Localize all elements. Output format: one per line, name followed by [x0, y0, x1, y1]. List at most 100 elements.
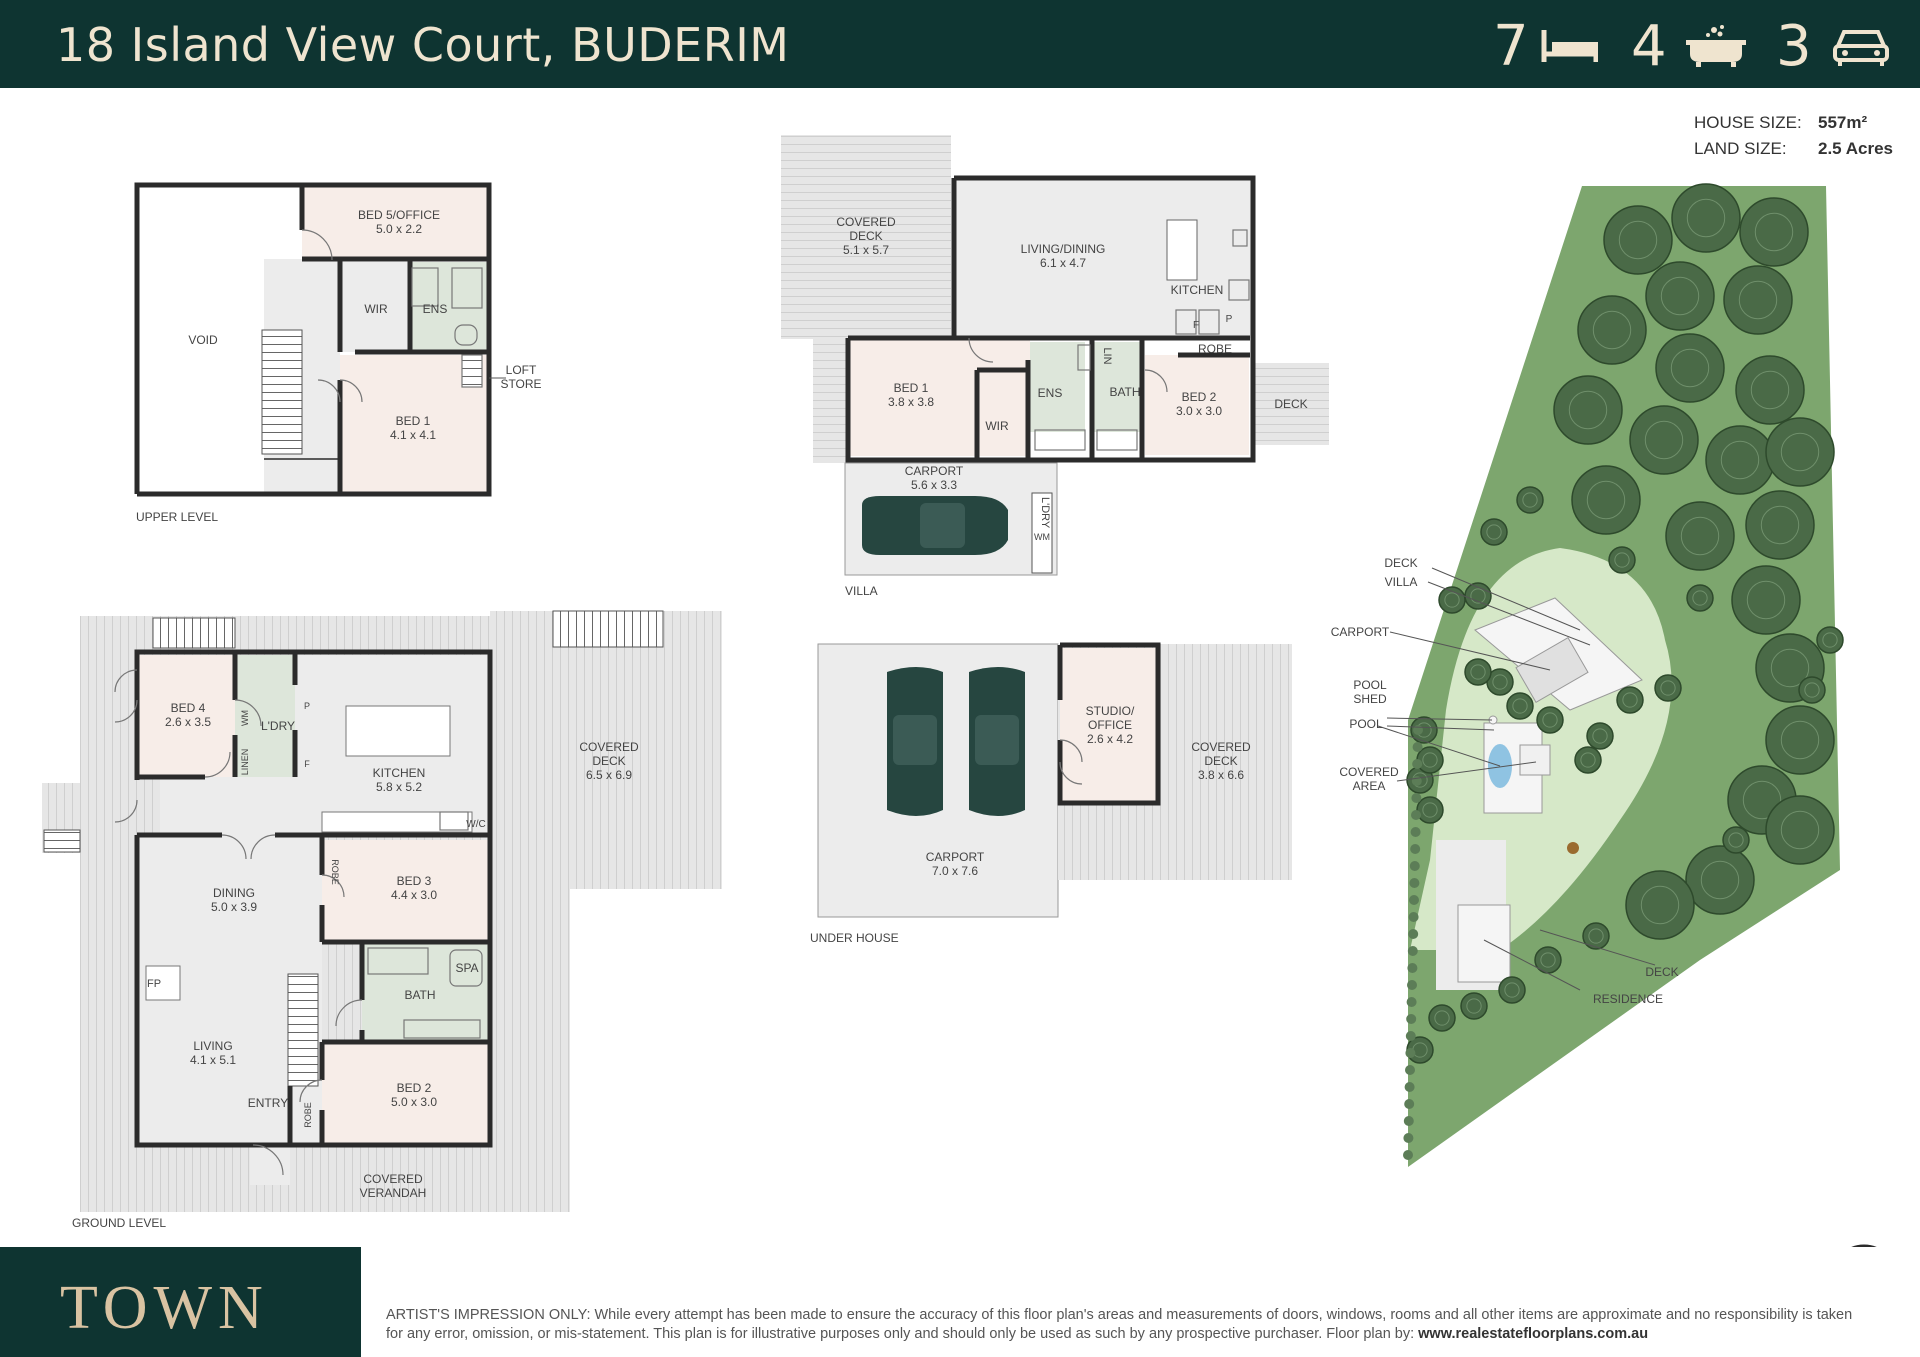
- villa-level-label: VILLA: [845, 584, 878, 598]
- tree-icon: [1616, 686, 1644, 714]
- tree-icon: [1645, 261, 1715, 331]
- ground-living-name: LIVING: [193, 1039, 232, 1053]
- ground-linen-label: LINEN: [240, 749, 250, 776]
- tree-icon: [1603, 205, 1673, 275]
- villa-carport-name: CARPORT: [905, 464, 964, 478]
- site-covered-area-label-2: AREA: [1353, 779, 1386, 793]
- tree-icon-detail: [1760, 505, 1800, 545]
- villa-pantry-label: P: [1226, 314, 1233, 325]
- villa-plan: COVERED DECK 5.1 x 5.7 LIVING/DINING 6.1…: [781, 135, 1329, 598]
- tree-icon-detail: [1728, 832, 1744, 848]
- site-villa-label: VILLA: [1385, 575, 1418, 589]
- hedge-shrub: [1411, 810, 1421, 820]
- disclaimer-text: ARTIST'S IMPRESSION ONLY: While every at…: [386, 1307, 1853, 1342]
- tree-icon: [1608, 546, 1636, 574]
- tree-icon: [1705, 425, 1775, 495]
- upper-wir-label: WIR: [364, 302, 388, 316]
- ground-verandah-name-1: COVERED: [363, 1172, 423, 1186]
- hedge-shrub: [1407, 980, 1417, 990]
- tree-icon-detail: [1522, 492, 1538, 508]
- tree-icon: [1428, 1004, 1456, 1032]
- tree-icon-detail: [1742, 780, 1782, 820]
- tree-icon-detail: [1750, 370, 1790, 410]
- upper-ens-label: ENS: [423, 302, 448, 316]
- villa-bed1-name: BED 1: [894, 381, 929, 395]
- site-pool-shed-label-2: SHED: [1353, 692, 1387, 706]
- tree-icon-detail: [1640, 885, 1680, 925]
- ground-deck-name-2: DECK: [592, 754, 625, 768]
- car-space-count: 3: [1776, 14, 1812, 79]
- tree-icon: [1654, 674, 1682, 702]
- ground-deck-dim: 6.5 x 6.9: [586, 768, 632, 782]
- tree-icon-detail: [1686, 198, 1726, 238]
- ground-verandah-name-2: VERANDAH: [360, 1186, 427, 1200]
- tree-icon: [1410, 716, 1438, 744]
- hedge-shrub: [1411, 793, 1422, 803]
- tree-icon-detail: [1660, 276, 1700, 316]
- ground-dining-dim: 5.0 x 3.9: [211, 900, 257, 914]
- ground-laundry-label: L'DRY: [261, 719, 295, 733]
- tree-icon-detail: [1680, 516, 1720, 556]
- tree-icon-detail: [1622, 692, 1638, 708]
- villa-bed2-dim: 3.0 x 3.0: [1176, 404, 1222, 418]
- hedge-shrub: [1406, 997, 1417, 1007]
- hedge-shrub: [1405, 1048, 1416, 1058]
- villa-robe-label: ROBE: [1198, 342, 1232, 356]
- tree-icon-detail: [1580, 752, 1596, 768]
- ground-wm-label: WM: [240, 710, 250, 726]
- under-level-label: UNDER HOUSE: [810, 931, 899, 945]
- property-sizes: HOUSE SIZE:557m² LAND SIZE:2.5 Acres: [1694, 110, 1893, 162]
- ground-bed3-dim: 4.4 x 3.0: [391, 888, 437, 902]
- site-pool-label: POOL: [1349, 717, 1383, 731]
- ground-fridge-label: F: [304, 759, 310, 769]
- site-plan: DECK VILLA CARPORT POOL SHED POOL COVERE…: [1331, 183, 1844, 1167]
- tree-icon: [1498, 976, 1526, 1004]
- north-arrow-icon: N: [1851, 1244, 1877, 1247]
- bedroom-count: 7: [1493, 14, 1529, 79]
- tree-icon: [1735, 355, 1805, 425]
- hedge-shrub: [1409, 895, 1419, 905]
- tree-icon-detail: [1444, 592, 1460, 608]
- hedge-shrub: [1409, 861, 1420, 871]
- hedge-shrub: [1406, 1014, 1417, 1024]
- tree-icon: [1464, 658, 1492, 686]
- tree-icon: [1516, 486, 1544, 514]
- tree-icon: [1765, 795, 1835, 865]
- tree-icon: [1571, 465, 1641, 535]
- disclaimer-link[interactable]: www.realestatefloorplans.com.au: [1418, 1326, 1649, 1342]
- under-studio-name-2: OFFICE: [1088, 718, 1132, 732]
- car-icon: [1833, 30, 1889, 66]
- tree-icon-detail: [1486, 524, 1502, 540]
- tree-icon: [1745, 490, 1815, 560]
- tree-icon-detail: [1512, 698, 1528, 714]
- ground-entry-label: ENTRY: [248, 1096, 288, 1110]
- tree-icon-detail: [1422, 752, 1438, 768]
- hedge-shrub: [1403, 1133, 1414, 1143]
- tree-icon-detail: [1470, 664, 1486, 680]
- villa-deck-name-1: COVERED: [836, 215, 896, 229]
- tree-icon: [1480, 518, 1508, 546]
- tree-icon-detail: [1670, 348, 1710, 388]
- bed-icon: [1541, 30, 1598, 62]
- under-house-plan: CARPORT 7.0 x 7.6 STUDIO/ OFFICE 2.6 x 4…: [810, 642, 1292, 945]
- under-studio-dim: 2.6 x 4.2: [1087, 732, 1133, 746]
- upper-void-label: VOID: [188, 333, 218, 347]
- bathroom-count: 4: [1631, 14, 1667, 79]
- hedge-shrub: [1407, 946, 1418, 956]
- site-residence-label: RESIDENCE: [1593, 992, 1663, 1006]
- tree-icon-detail: [1780, 810, 1820, 850]
- tree-icon-detail: [1700, 860, 1740, 900]
- tree-icon: [1553, 375, 1623, 445]
- tree-icon-detail: [1660, 680, 1676, 696]
- hedge-shrub: [1413, 725, 1423, 735]
- tree-icon: [1536, 706, 1564, 734]
- ground-bed2-name: BED 2: [397, 1081, 432, 1095]
- hedge-shrub: [1412, 759, 1423, 769]
- ground-spa-label: SPA: [455, 961, 478, 975]
- site-deck2-label: DECK: [1645, 965, 1678, 979]
- tree-icon: [1574, 746, 1602, 774]
- tree-icon: [1506, 692, 1534, 720]
- tree-icon-detail: [1780, 720, 1820, 760]
- villa-fridge-label: F: [1193, 320, 1199, 331]
- villa-car-icon: [862, 496, 1008, 555]
